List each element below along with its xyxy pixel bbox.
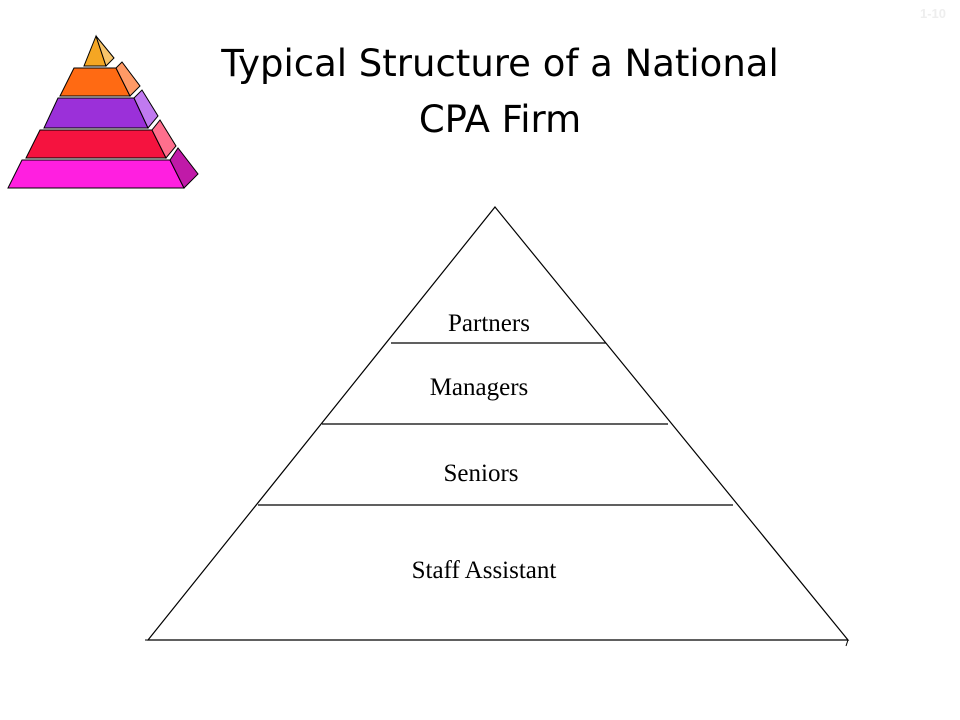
logo-tier-3-side [133, 89, 159, 129]
tier-label-managers: Managers [430, 374, 529, 401]
stepped-pyramid-icon [7, 34, 199, 189]
logo-tier-2-side [115, 61, 141, 97]
title-line-2: CPA Firm [418, 98, 582, 141]
logo-tier-1-side [95, 35, 115, 67]
tier-label-partners: Partners [448, 310, 530, 337]
slide-title: Typical Structure of a National CPA Firm [190, 36, 810, 148]
title-line-1: Typical Structure of a National [221, 42, 779, 85]
tier-label-seniors: Seniors [444, 460, 519, 487]
logo-tier-4-side [151, 119, 177, 159]
logo-tier-5-side [169, 147, 199, 189]
slide-number: 1-10 [919, 6, 946, 21]
tier-label-staff-assistant: Staff Assistant [412, 557, 557, 584]
pyramid-base-tick-right [845, 639, 849, 647]
